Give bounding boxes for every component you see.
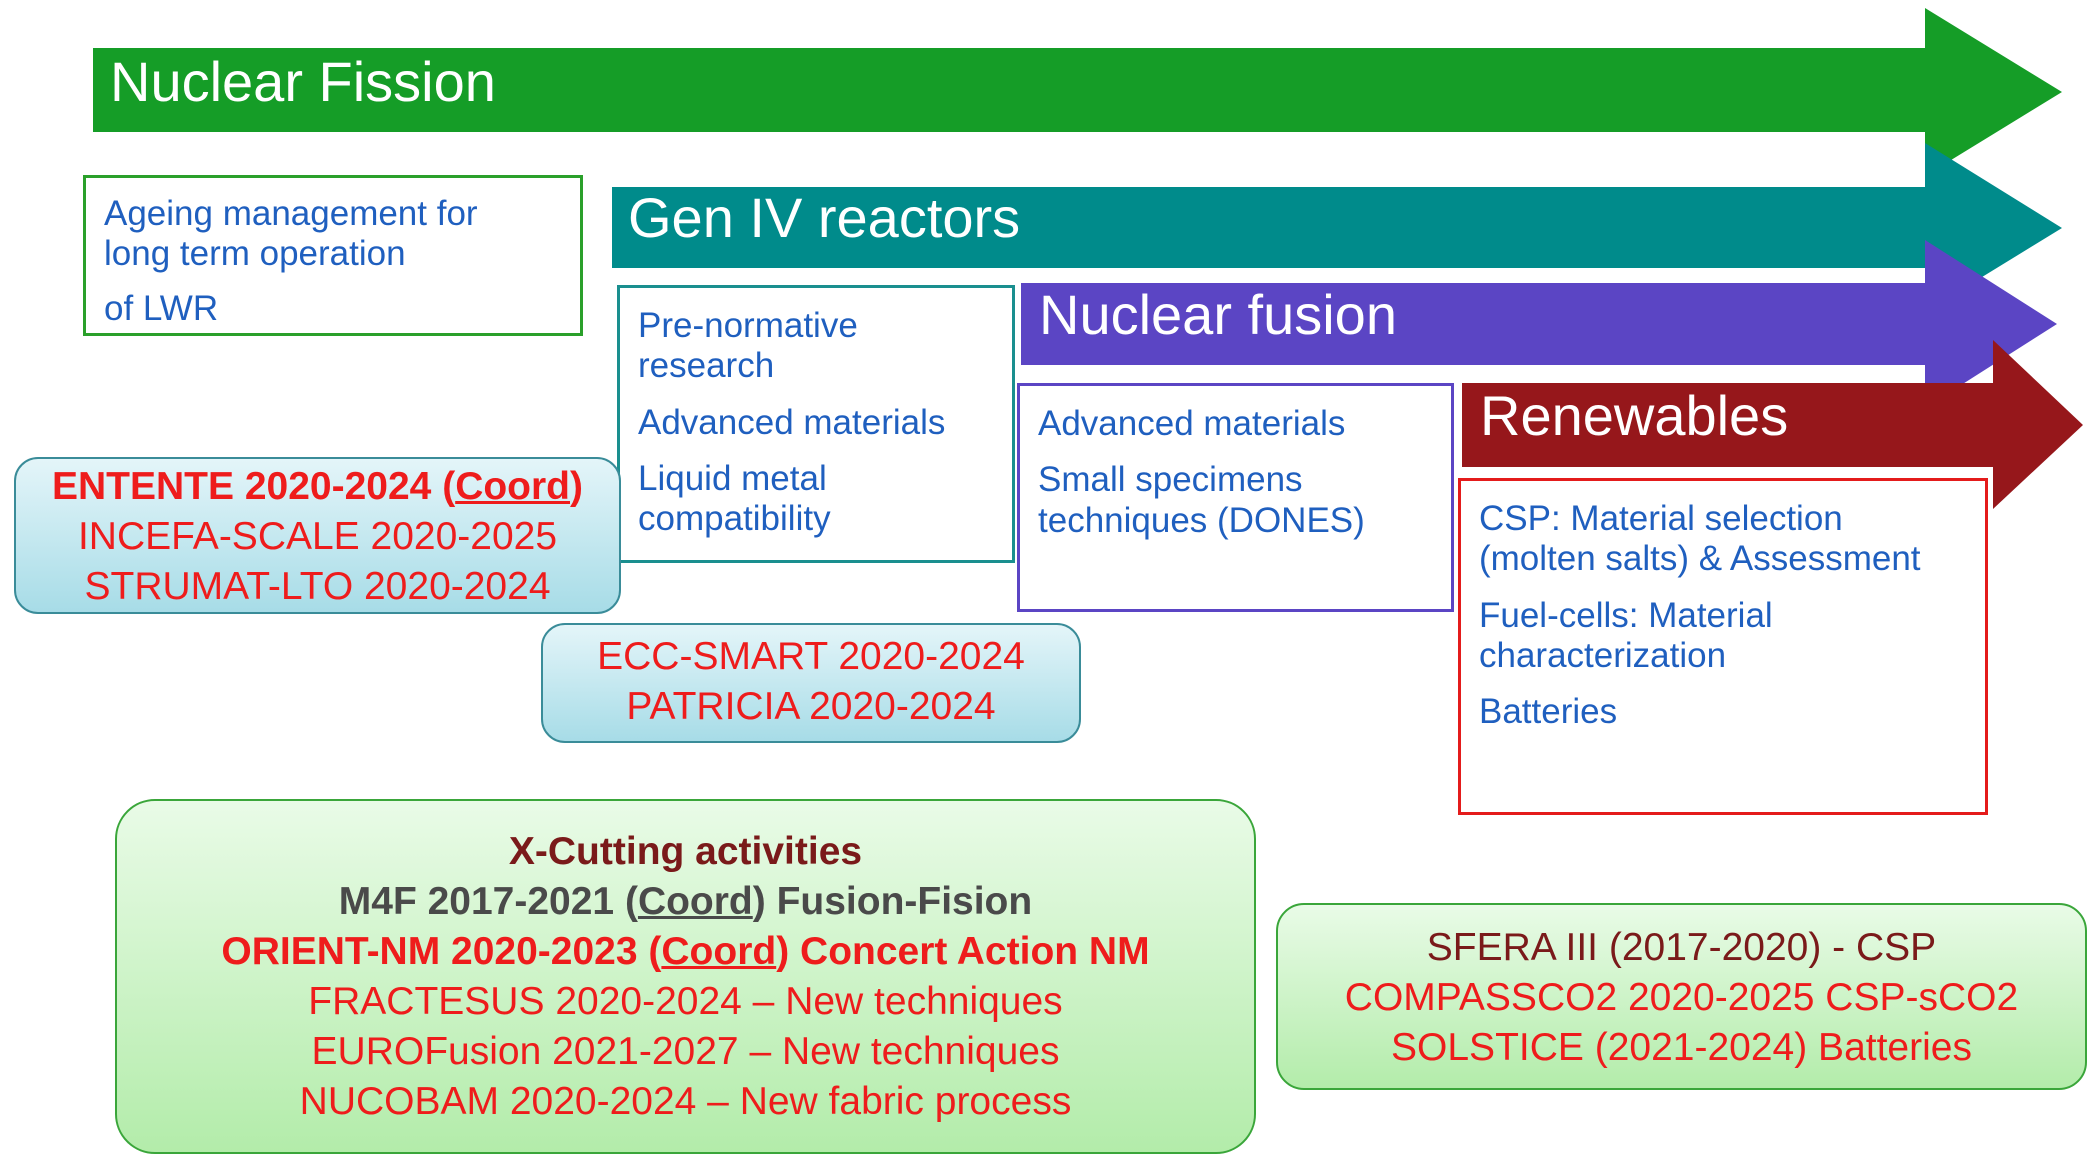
gen-iv-item-3b: compatibility <box>638 499 831 538</box>
nuclear-fission-label: Nuclear Fission <box>110 50 496 113</box>
m4f-project: M4F 2017-2021 (Coord) Fusion-Fision <box>338 880 1033 923</box>
gen-iv-item-3a: Liquid metal <box>638 458 827 498</box>
renewables-projects-box: SFERA III (2017-2020) - CSP COMPASSCO2 2… <box>1276 903 2087 1090</box>
gen-iv-item-1a: Pre-normative <box>638 306 858 345</box>
renew-item-1a: CSP: Material selection <box>1479 499 1843 538</box>
renew-item-2b: characterization <box>1479 635 1727 675</box>
ecc-smart-project: ECC-SMART 2020-2024 <box>597 635 1025 678</box>
orient-nm-project: ORIENT-NM 2020-2023 (Coord) Concert Acti… <box>221 930 1150 973</box>
sfera-project: SFERA III (2017-2020) - CSP <box>1426 926 1937 969</box>
lwr-line-1: Ageing management for <box>104 194 478 233</box>
incefa-project: INCEFA-SCALE 2020-2025 <box>77 515 558 558</box>
renewables-label: Renewables <box>1480 384 1789 447</box>
renewables-arrow <box>1462 340 2083 509</box>
nuclear-fusion-arrow <box>1021 240 2057 408</box>
lwr-line-3: of LWR <box>104 288 219 328</box>
gen-iv-item-1b: research <box>638 346 775 386</box>
renewables-topic-box: CSP: Material selection(molten salts) & … <box>1458 478 1988 815</box>
nucobam-project: NUCOBAM 2020-2024 – New fabric process <box>299 1080 1072 1123</box>
renew-item-3: Batteries <box>1479 692 1618 731</box>
fusion-item-2b: techniques (DONES) <box>1038 500 1365 540</box>
fusion-item-1: Advanced materials <box>1038 404 1346 443</box>
x-cutting-title: X-Cutting activities <box>508 830 863 873</box>
gen-iv-projects-box: ECC-SMART 2020-2024 PATRICIA 2020-2024 <box>541 623 1081 743</box>
renew-item-2a: Fuel-cells: Material <box>1479 595 1773 635</box>
gen-iv-item-2: Advanced materials <box>638 402 946 442</box>
x-cutting-box: X-Cutting activities M4F 2017-2021 (Coor… <box>115 799 1256 1154</box>
renew-item-1b: (molten salts) & Assessment <box>1479 539 1921 579</box>
fractesus-project: FRACTESUS 2020-2024 – New techniques <box>308 980 1063 1023</box>
compassco2-project: COMPASSCO2 2020-2025 CSP-sCO2 <box>1344 976 2019 1019</box>
fusion-item-2a: Small specimens <box>1038 460 1303 500</box>
nuclear-fission-arrow <box>93 8 2062 176</box>
strumat-project: STRUMAT-LTO 2020-2024 <box>84 565 551 608</box>
nuclear-fusion-label: Nuclear fusion <box>1039 283 1397 346</box>
solstice-project: SOLSTICE (2021-2024) Batteries <box>1391 1026 1972 1069</box>
lwr-line-2: long term operation <box>104 234 406 274</box>
gen-iv-label: Gen IV reactors <box>628 186 1021 249</box>
entente-project: ENTENTE 2020-2024 (Coord) <box>52 465 583 508</box>
patricia-project: PATRICIA 2020-2024 <box>626 685 996 728</box>
eurofusion-project: EUROFusion 2021-2027 – New techniques <box>311 1030 1060 1073</box>
lwr-topic-box: Ageing management for long term operatio… <box>83 175 583 336</box>
fission-projects-box: ENTENTE 2020-2024 (Coord) INCEFA-SCALE 2… <box>14 457 621 614</box>
gen-iv-arrow <box>612 143 2062 312</box>
